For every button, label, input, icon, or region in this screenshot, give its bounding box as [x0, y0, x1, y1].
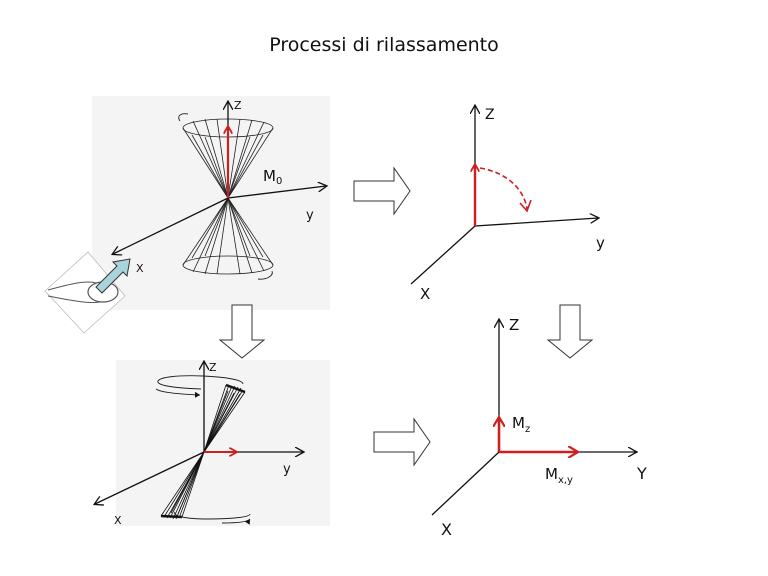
arrow-down-left-icon	[218, 304, 266, 359]
arrow-down-right-icon	[546, 304, 594, 359]
y-axis-label: Y	[636, 464, 647, 483]
probe-coil-icon	[44, 251, 131, 334]
x-axis	[431, 451, 500, 516]
y-axis-label: y	[596, 234, 605, 252]
y-axis	[474, 218, 598, 227]
m0-label: M0	[263, 167, 282, 187]
dashed-arrowhead	[519, 199, 532, 213]
x-axis	[95, 451, 205, 504]
z-axis-label: Z	[509, 316, 519, 334]
panel-bottom-right: Z Y X Mz Mx,y	[431, 316, 647, 539]
rotation-ellipses	[155, 375, 251, 525]
x-axis	[410, 225, 476, 285]
panel-background	[92, 96, 330, 310]
arrow-right-top-icon	[353, 166, 411, 216]
precession-cone-bottom	[182, 197, 274, 280]
x-axis-label: X	[136, 262, 144, 275]
x-axis-label: X	[420, 285, 430, 303]
panel-top-left: Z y X M0	[44, 96, 330, 334]
arrow-right-bottom-icon	[373, 417, 431, 467]
z-axis-label: Z	[485, 107, 495, 123]
page-title: Processi di rilassamento	[269, 34, 499, 56]
mz-label: Mz	[512, 414, 530, 435]
precession-cone-top	[178, 113, 274, 199]
dephasing-spins-bottom	[160, 451, 205, 520]
y-axis	[227, 186, 326, 199]
panel-bottom-left: Z y X	[95, 360, 330, 527]
y-axis-label: y	[283, 462, 291, 477]
x-axis-label: X	[114, 514, 122, 527]
panel-top-right: Z y X	[410, 106, 605, 303]
x-axis	[113, 197, 229, 254]
dashed-rotation-arrow	[479, 167, 528, 210]
x-axis-label: X	[441, 520, 452, 539]
block-arrows	[218, 166, 594, 467]
z-axis-label: Z	[209, 361, 217, 374]
y-axis-label: y	[306, 208, 314, 223]
mxy-label: Mx,y	[545, 465, 573, 486]
panel-background	[116, 360, 330, 526]
dephasing-spins-top	[203, 383, 246, 453]
z-axis-label: Z	[234, 99, 242, 112]
